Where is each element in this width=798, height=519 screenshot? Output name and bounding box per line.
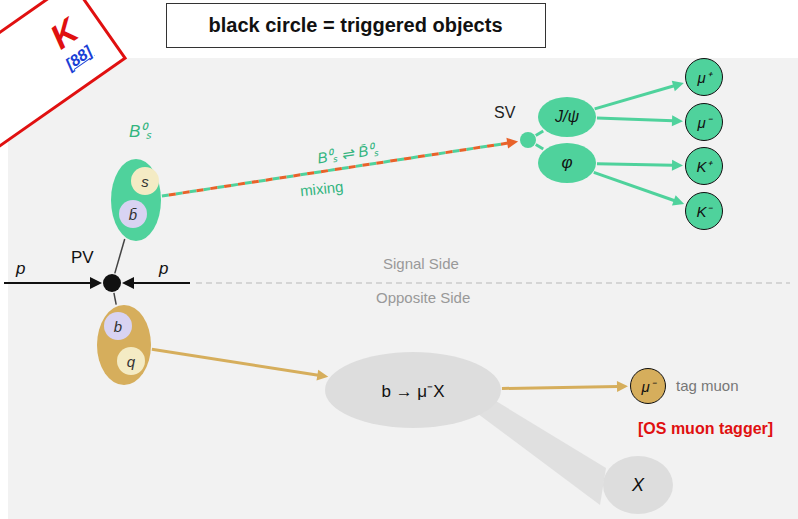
- muon-circle: μ⁺: [685, 58, 723, 96]
- x-ellipse: X: [603, 456, 673, 514]
- node-text: q: [127, 353, 135, 370]
- arrow-head: [617, 381, 628, 392]
- connector-line: [597, 118, 673, 121]
- node-text: SV: [494, 104, 515, 122]
- bs-meson: B⁰ₛsb̄: [111, 159, 161, 241]
- connector: [502, 381, 628, 392]
- connector: [152, 349, 328, 380]
- quark-circle: b̄: [119, 200, 147, 228]
- node-text: s: [141, 173, 149, 190]
- node-text: J/ψ: [555, 108, 579, 126]
- connector: [594, 172, 684, 205]
- beam-head: [90, 277, 102, 289]
- arrow-head: [672, 195, 684, 205]
- connector: [114, 293, 116, 305]
- side-divider: [196, 282, 790, 283]
- tag-muon-circle: μ⁻: [630, 368, 666, 404]
- proton-beam: [4, 282, 94, 284]
- node-text: PV: [71, 248, 94, 268]
- arrow-head: [672, 115, 683, 126]
- connector: [595, 81, 684, 109]
- connector: [536, 145, 543, 149]
- annotation-label: [OS muon tagger]: [638, 420, 773, 438]
- arrow-head: [672, 81, 684, 92]
- annotation-label: Signal Side: [383, 255, 459, 272]
- connector-line: [536, 145, 543, 149]
- node-text: μ⁺: [697, 67, 710, 87]
- node-text: b → μ⁻X: [381, 379, 444, 402]
- node-text: X: [632, 475, 644, 496]
- connector: [115, 239, 125, 273]
- phi-circle: φ: [538, 143, 596, 183]
- node-text: b̄: [129, 206, 137, 223]
- jpsi-circle: J/ψ: [538, 97, 596, 137]
- node-text: K⁻: [696, 201, 711, 221]
- arrow-head: [506, 138, 518, 149]
- annotation-label: tag muon: [676, 377, 739, 394]
- quark-circle: q: [117, 347, 145, 375]
- primary-vertex: PV: [103, 274, 121, 292]
- connector: [597, 115, 683, 126]
- connector: [597, 160, 683, 171]
- connector-line: [115, 239, 125, 273]
- muon-circle: μ⁻: [685, 103, 723, 141]
- node-text: b: [114, 318, 122, 335]
- annotation-label: p: [159, 259, 168, 279]
- connector-line: [594, 172, 675, 200]
- kaon-circle: K⁺: [685, 147, 723, 185]
- connector: [536, 131, 543, 135]
- connector-line: [152, 349, 319, 375]
- node-text: K⁺: [696, 156, 711, 176]
- decay-ellipse: b → μ⁻X: [325, 352, 501, 428]
- quark-circle: b: [104, 312, 132, 340]
- node-text: black circle = triggered objects: [209, 14, 503, 37]
- connector-line: [597, 164, 673, 166]
- b-hadron: bq: [97, 305, 151, 385]
- node-text: B⁰ₛ: [129, 119, 151, 142]
- quark-circle: s: [131, 167, 159, 195]
- node-text: μ⁻: [641, 376, 654, 396]
- background-panel: [8, 58, 798, 519]
- proton-beam: [130, 282, 190, 284]
- x-cone: [470, 395, 606, 505]
- arrow-head: [317, 370, 329, 381]
- connector-line: [536, 131, 543, 135]
- legend-box: black circle = triggered objects: [166, 3, 546, 48]
- node-text: φ: [561, 153, 572, 173]
- connector-line: [502, 387, 618, 389]
- node-text: μ⁻: [697, 112, 710, 132]
- annotation-label: Opposite Side: [376, 289, 470, 306]
- kaon-circle: K⁻: [685, 192, 723, 230]
- annotation-label: p: [16, 259, 25, 279]
- beam-head: [122, 277, 134, 289]
- connector-line: [114, 293, 116, 305]
- connector-line: [595, 86, 675, 109]
- arrow-head: [672, 160, 683, 171]
- secondary-vertex: SV: [520, 132, 536, 148]
